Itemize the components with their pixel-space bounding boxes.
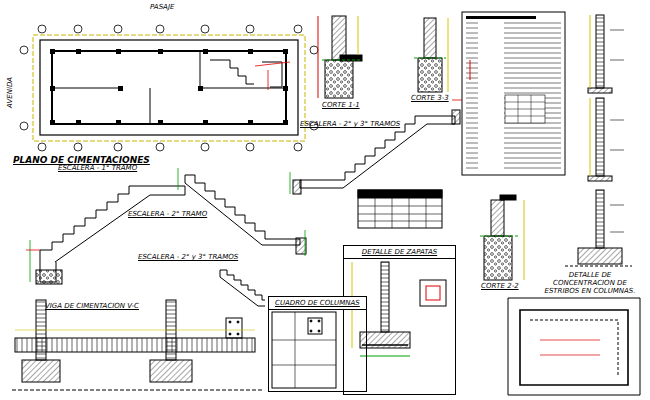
- drawing-label: ESCALERA - 2° y 3° TRAMOS: [300, 120, 400, 128]
- grid-bubbles: [20, 25, 318, 151]
- drawing-title: PLANO DE CIMENTACIONES: [12, 155, 151, 165]
- detail-panel: CUADRO DE COLUMNAS: [268, 296, 367, 392]
- drawing-label: CORTE 3-3: [411, 94, 449, 102]
- foundation-plan: [33, 35, 305, 141]
- drawing-label: ESCALERA - 2° y 3° TRAMOS: [138, 253, 238, 261]
- stair-dimensions: [26, 100, 462, 282]
- column-schedule: [272, 312, 336, 388]
- foundation-beam: [12, 300, 262, 390]
- drawing-label: CORTE 1-1: [322, 101, 360, 109]
- corner-detail: [508, 298, 640, 395]
- section-2-2: [480, 195, 524, 280]
- drawing-label: VIGA DE CIMENTACION V-C: [45, 302, 139, 310]
- drawing-label: ESCALERA - 2° TRAMO: [128, 210, 207, 218]
- plan-columns: [50, 49, 288, 125]
- detail-panel: DETALLE DE ZAPATAS: [343, 245, 456, 395]
- drawing-label: ESCALERA - 1° TRAMO: [58, 164, 137, 172]
- panel-heading: DETALLE DE ZAPATAS: [344, 246, 455, 259]
- column-elevations: [565, 15, 632, 266]
- stair-sections: [36, 110, 460, 306]
- drawing-label: DETALLE DE CONCENTRACION DE ESTRIBOS EN …: [540, 271, 640, 295]
- section-1-1: [318, 16, 362, 98]
- drawing-label: CORTE 2-2: [481, 282, 519, 290]
- panel-heading: CUADRO DE COLUMNAS: [269, 297, 366, 310]
- drawing-label: AVENIDA: [6, 77, 14, 108]
- notes-panel: [462, 12, 565, 175]
- rebar-table: [358, 190, 442, 228]
- section-3-3: [414, 18, 448, 92]
- drawing-label: PASAJE: [150, 3, 174, 11]
